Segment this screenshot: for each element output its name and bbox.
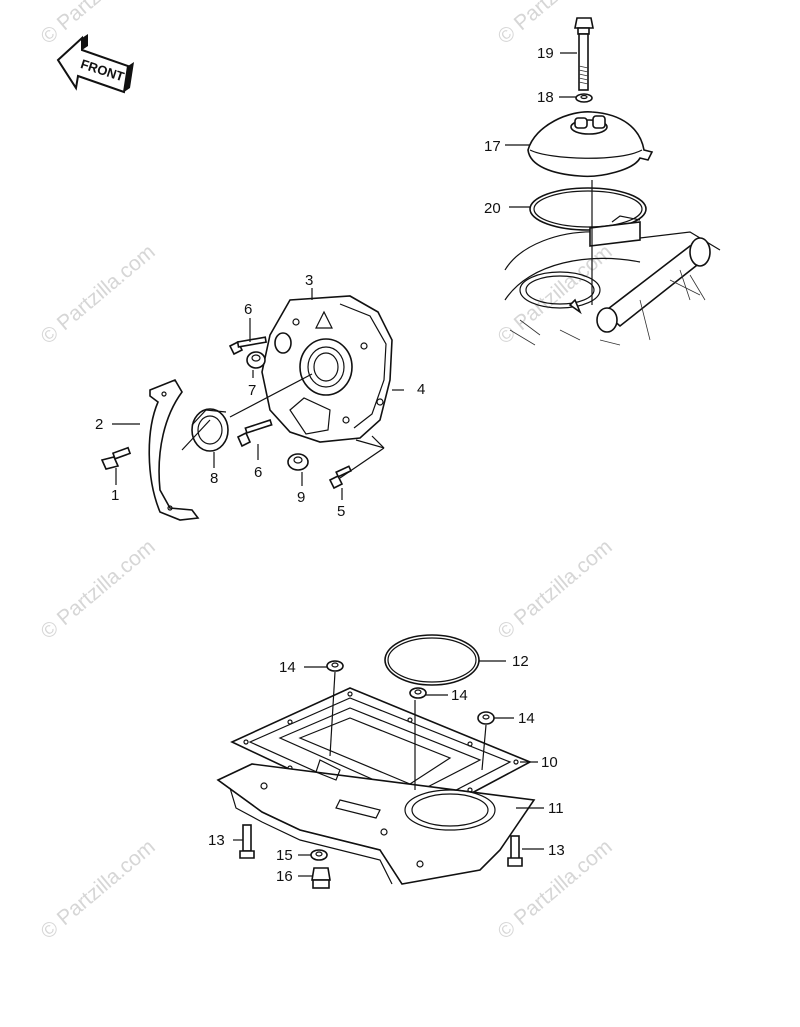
watermark-text: © Partzilla.com (36, 0, 159, 49)
oil-pan-11 (216, 759, 536, 885)
bolt-1 (100, 446, 132, 470)
callout-6-upper: 6 (244, 301, 252, 318)
callout-1: 1 (111, 487, 119, 504)
callout-18: 18 (537, 89, 554, 106)
o-ring-12 (384, 634, 480, 686)
washer-7 (246, 351, 266, 369)
plate-2 (148, 379, 200, 521)
watermark-text: © Partzilla.com (493, 0, 616, 49)
bolt-13-right (507, 835, 523, 867)
front-arrow-icon: FRONT (56, 34, 134, 94)
bolt-5 (328, 465, 353, 490)
breather-cover-assembly: 19 18 17 20 (484, 17, 721, 346)
front-cover-assembly: 1 2 3 4 5 6 6 7 8 9 (95, 272, 425, 521)
oil-pan-assembly: 14 14 14 12 10 11 13 13 15 16 (208, 634, 565, 889)
callout-20: 20 (484, 200, 501, 217)
callout-14-left: 14 (279, 659, 296, 676)
callout-13-right: 13 (548, 842, 565, 859)
callout-11: 11 (548, 800, 564, 817)
crankcase-fragment (504, 215, 721, 346)
washer-14-middle (409, 687, 427, 699)
callout-9: 9 (297, 489, 305, 506)
o-ring-20 (529, 187, 647, 231)
watermark-text: © Partzilla.com (493, 535, 616, 644)
oil-seal-8 (191, 408, 229, 452)
washer-14-left (326, 660, 344, 672)
callout-12: 12 (512, 653, 529, 670)
watermark-text: © Partzilla.com (36, 835, 159, 944)
callout-5: 5 (337, 503, 345, 520)
callout-19: 19 (537, 45, 554, 62)
watermark-text: © Partzilla.com (36, 535, 159, 644)
callout-13-left: 13 (208, 832, 225, 849)
callout-8: 8 (210, 470, 218, 487)
callout-14-right: 14 (518, 710, 535, 727)
bolt-19 (574, 17, 594, 91)
callout-17: 17 (484, 138, 501, 155)
callout-4: 4 (417, 381, 425, 398)
callout-2: 2 (95, 416, 103, 433)
callout-15: 15 (276, 847, 293, 864)
bolt-6-lower (236, 419, 273, 448)
bolt-6-upper (228, 336, 268, 356)
bolt-13-left (239, 824, 255, 859)
callout-16: 16 (276, 868, 293, 885)
drain-plug-16 (311, 867, 331, 889)
washer-14-right (477, 711, 495, 725)
watermark-text: © Partzilla.com (36, 240, 159, 349)
breather-cover-17 (527, 111, 654, 178)
front-cover-3 (261, 295, 393, 443)
washer-9 (287, 453, 309, 471)
callout-3: 3 (305, 272, 313, 289)
callout-6-lower: 6 (254, 464, 262, 481)
callout-10: 10 (541, 754, 558, 771)
callout-14-middle: 14 (451, 687, 468, 704)
callout-7: 7 (248, 382, 256, 399)
